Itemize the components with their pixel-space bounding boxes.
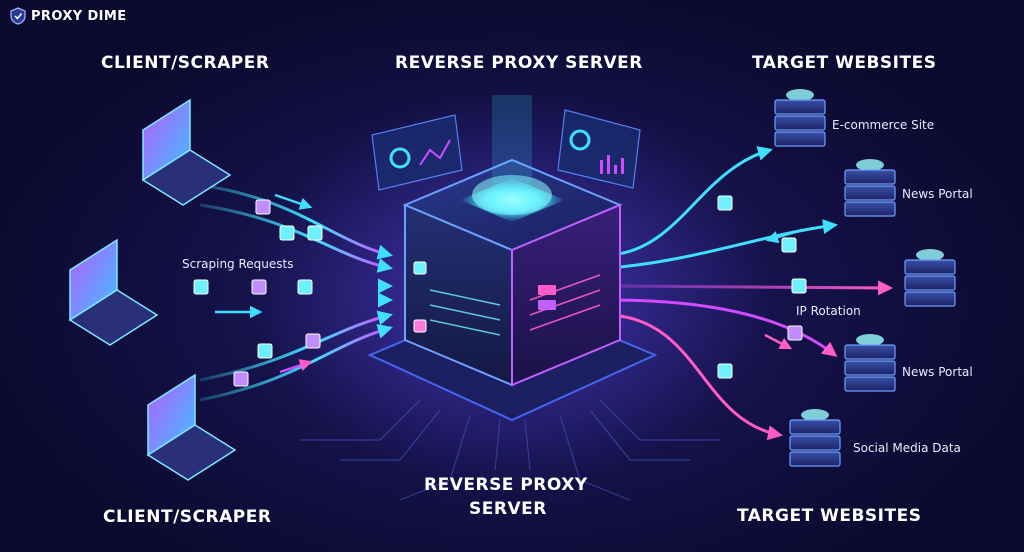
- target-label-ecommerce: E-commerce Site: [832, 118, 935, 132]
- target-label-news-portal: News Portal: [902, 187, 973, 201]
- packet-icon: [233, 371, 249, 387]
- data-packets: [193, 195, 807, 387]
- packet-icon: [257, 343, 273, 359]
- outgoing-routes: [609, 146, 893, 441]
- laptop-icon: [141, 98, 232, 206]
- dashboard-panel-right: [557, 109, 641, 189]
- shield-icon: [10, 7, 26, 25]
- heading-targets-bottom: TARGET WEBSITES: [737, 506, 922, 526]
- heading-proxy-top: REVERSE PROXY SERVER: [395, 53, 643, 73]
- server-stack-icon: [844, 334, 896, 392]
- laptop-icon: [68, 238, 159, 346]
- annotation-scraping-requests: Scraping Requests: [182, 257, 294, 271]
- packet-icon: [251, 279, 267, 295]
- heading-targets-top: TARGET WEBSITES: [752, 53, 937, 73]
- packet-icon: [717, 363, 733, 379]
- brand-logo: PROXY DIME: [10, 7, 127, 25]
- packet-icon: [307, 225, 323, 241]
- packet-icon: [193, 279, 209, 295]
- target-label-social-media: Social Media Data: [853, 441, 961, 455]
- packet-icon: [717, 195, 733, 211]
- server-stack-icon: [904, 249, 956, 307]
- server-stack-icon: [789, 409, 841, 467]
- packet-icon: [781, 237, 797, 253]
- packet-icon: [791, 278, 807, 294]
- reverse-proxy-server-cube: [402, 95, 623, 387]
- packet-icon: [787, 325, 803, 341]
- heading-proxy-bottom-line2: SERVER: [469, 499, 547, 519]
- annotation-ip-rotation: IP Rotation: [796, 304, 861, 318]
- circuit-traces: [300, 399, 720, 501]
- packet-icon: [305, 333, 321, 349]
- packet-icon: [255, 199, 271, 215]
- dashboard-panel-left: [371, 114, 463, 191]
- packet-icon: [297, 279, 313, 295]
- brand-name: PROXY DIME: [31, 8, 127, 24]
- target-label-news-portal-2: News Portal: [902, 365, 973, 379]
- server-stack-icon: [774, 89, 826, 147]
- server-stack-icon: [844, 159, 896, 217]
- packet-icon: [279, 225, 295, 241]
- heading-client-bottom: CLIENT/SCRAPER: [103, 507, 272, 527]
- laptop-icon: [146, 373, 237, 481]
- flow-arrows: [215, 193, 796, 374]
- heading-client-top: CLIENT/SCRAPER: [101, 53, 270, 73]
- heading-proxy-bottom-line1: REVERSE PROXY: [424, 475, 588, 495]
